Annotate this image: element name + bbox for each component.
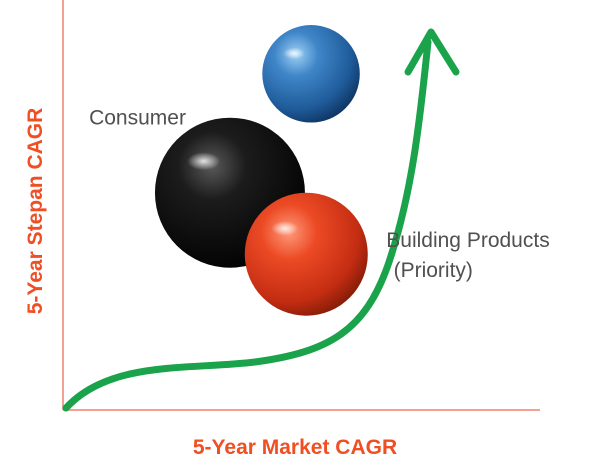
trend-arrow-shaft <box>62 38 432 412</box>
y-axis-title: 5-Year Stepan CAGR <box>24 108 47 315</box>
trend-arrow-head <box>404 28 460 76</box>
bubble-building-products-priority <box>244 192 368 316</box>
x-axis-title: 5-Year Market CAGR <box>193 436 397 459</box>
bubble-highlight <box>271 220 299 236</box>
bubble-functional-priority <box>262 25 360 123</box>
bubble-highlight <box>283 47 305 60</box>
trend-arrow <box>62 28 460 412</box>
bubble-label-building-products-priority: Building Products(Priority) <box>386 229 549 282</box>
bubbles-layer <box>154 25 368 316</box>
bubble-label-consumer: Consumer <box>89 107 186 130</box>
bubble-highlight <box>187 152 221 171</box>
